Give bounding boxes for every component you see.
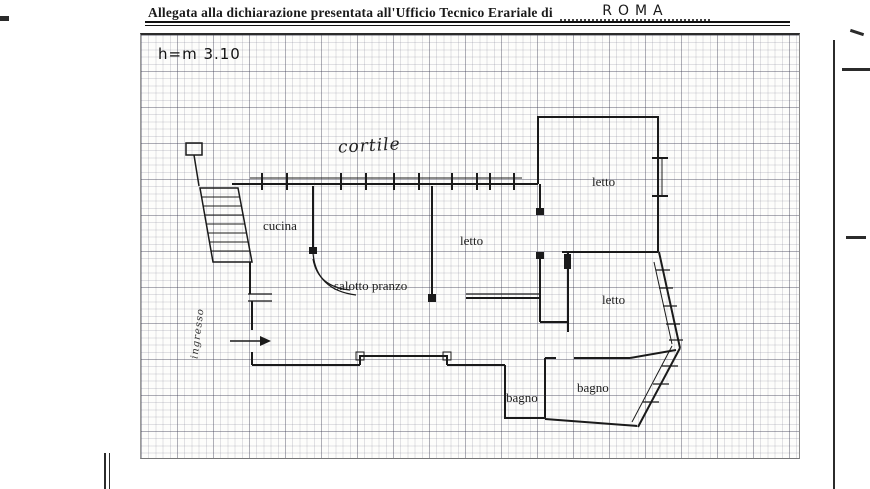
declaration-text: Allegata alla dichiarazione presentata a… <box>148 5 553 20</box>
header-rule <box>145 21 790 26</box>
scan-line-right <box>833 40 835 489</box>
staircase <box>185 142 253 263</box>
door-arc <box>312 252 357 296</box>
window-symbols <box>250 157 683 423</box>
ceiling-height-note: h=m 3.10 <box>158 45 241 63</box>
room-label: letto <box>602 292 626 307</box>
scan-dash-right-2 <box>846 236 866 239</box>
walls <box>232 116 681 428</box>
door-jambs <box>309 208 571 302</box>
scan-mark-left-margin <box>0 16 9 21</box>
scan-dash-right-1 <box>842 68 870 71</box>
room-label: letto <box>460 233 484 248</box>
scan-line-bottom-left-2 <box>109 453 110 489</box>
room-label: cucina <box>263 218 297 233</box>
room-label: bagno <box>577 380 609 395</box>
entrance-arrow-icon <box>230 336 271 346</box>
city-dotted-line: ROMA <box>560 3 711 21</box>
scan-line-bottom-left-1 <box>104 453 106 489</box>
graph-paper-sheet <box>140 33 800 459</box>
courtyard-label: cortile <box>337 134 402 158</box>
room-label: letto <box>592 174 616 189</box>
thresholds <box>248 293 540 302</box>
declaration-header: Allegata alla dichiarazione presentata a… <box>148 3 828 21</box>
room-label: salotto pranzo <box>334 278 408 293</box>
city-value: ROMA <box>602 3 669 19</box>
room-label: bagno <box>506 390 538 405</box>
